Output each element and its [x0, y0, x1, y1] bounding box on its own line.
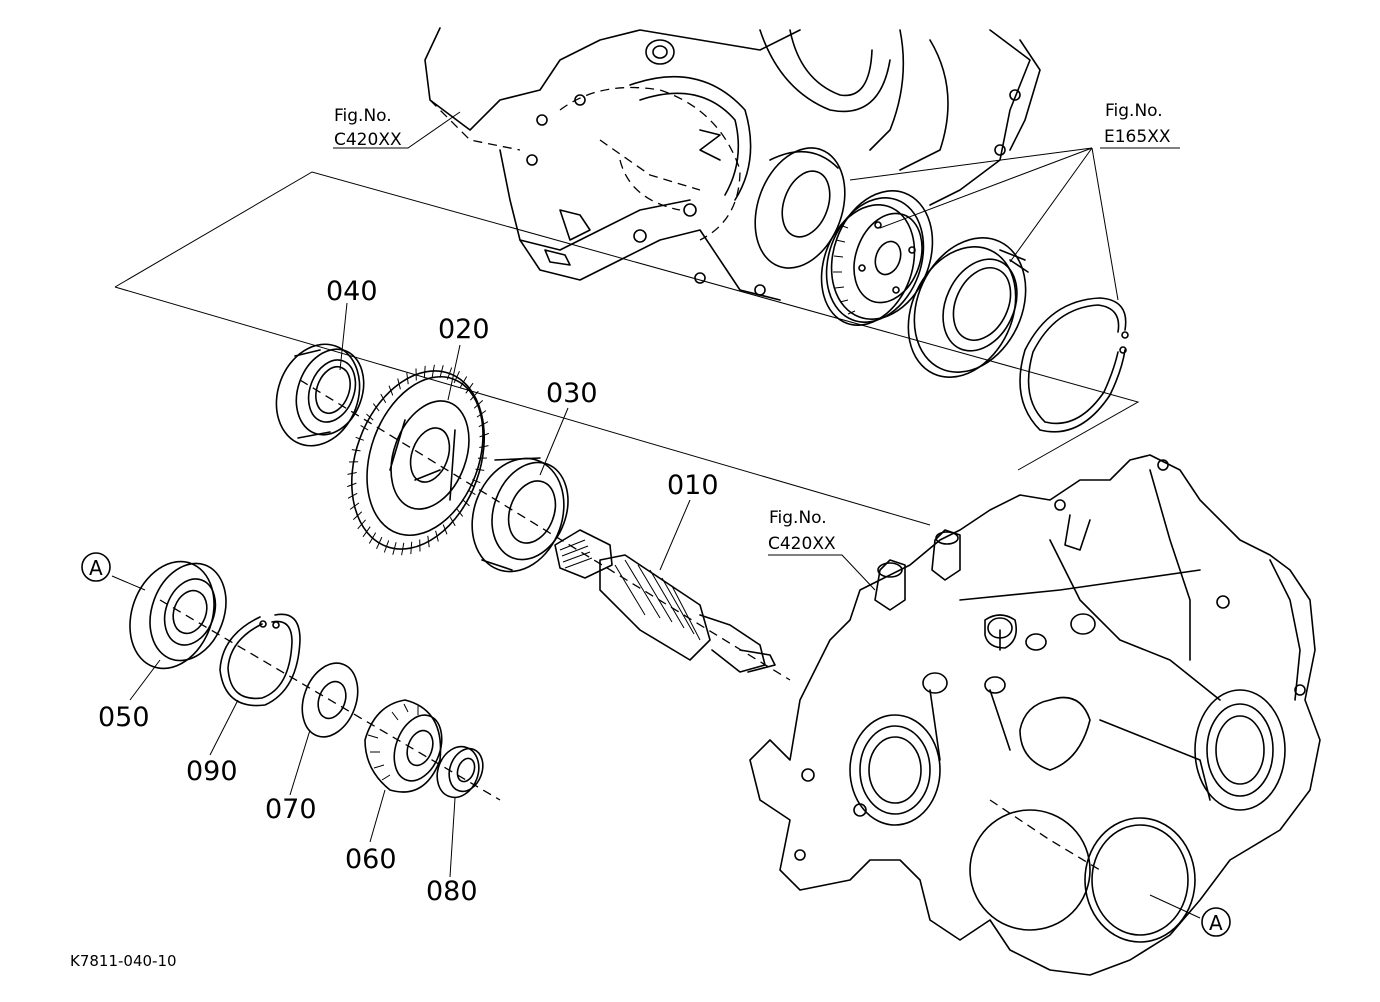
gear-tooth [465, 382, 474, 394]
fig-ref-top-left: Fig.No. C420XX [334, 106, 402, 150]
gear-tooth [401, 542, 405, 556]
gear-tooth [453, 370, 460, 384]
gear-tooth [397, 378, 401, 390]
fig-ref-middle: Fig.No. C420XX [768, 508, 836, 554]
upper-thrust-washer [754, 147, 846, 269]
gear-tooth [442, 524, 448, 535]
gear-tooth [388, 385, 394, 396]
fig-ref-top-right: Fig.No. E165XX [1104, 101, 1171, 147]
part-number-090: 090 [186, 756, 238, 787]
marker-a-left-text: A [89, 556, 103, 580]
grouping-lines [111, 111, 1201, 919]
gear-tooth [347, 482, 357, 488]
gear-tooth [392, 542, 397, 555]
gear-tooth [349, 502, 360, 510]
fig-ref-top-right-line2: E165XX [1104, 127, 1171, 147]
gear-tooth [410, 541, 413, 555]
gear-tooth [355, 436, 364, 441]
marker-a-right: A [1201, 907, 1231, 937]
gear-tooth [357, 519, 366, 530]
gear-tooth [423, 365, 426, 379]
snap-ring-090 [219, 613, 301, 707]
gear-tooth [347, 472, 357, 475]
fig-ref-middle-line2: C420XX [768, 534, 836, 554]
part-number-060: 060 [345, 844, 397, 875]
upper-housing [424, 27, 1041, 301]
gear-tooth [467, 489, 476, 496]
upper-bearing-seal [907, 237, 1029, 378]
gear-tooth [368, 532, 377, 544]
part-number-010: 010 [667, 470, 719, 501]
washer-070 [301, 662, 359, 738]
gear-tooth [352, 511, 363, 520]
part-number-030: 030 [546, 378, 598, 409]
gear-tooth [473, 400, 484, 409]
fig-ref-top-right-line1: Fig.No. [1105, 101, 1163, 121]
bearing-040 [275, 343, 365, 447]
gear-tooth [459, 376, 468, 388]
part-number-050: 050 [98, 702, 150, 733]
gear-tooth [366, 413, 374, 421]
gear-tooth [362, 526, 371, 538]
gear-tooth [479, 432, 489, 438]
clutch-hub [820, 190, 934, 326]
gear-tooth [475, 468, 485, 471]
gear-tooth [431, 364, 435, 378]
gear-tooth [380, 393, 387, 403]
part-number-040: 040 [326, 276, 378, 307]
fig-ref-top-left-line1: Fig.No. [334, 106, 392, 126]
gear-tooth [435, 530, 439, 542]
bearing-080 [436, 745, 484, 799]
part-number-080: 080 [426, 876, 478, 907]
bevel-gear-060 [364, 699, 443, 793]
part-number-020: 020 [438, 314, 490, 345]
drawing-code: K7811-040-10 [70, 952, 177, 970]
gear-tooth [347, 492, 358, 499]
fig-ref-top-left-line2: C420XX [334, 130, 402, 150]
gear-tooth [478, 421, 489, 428]
shaft-010 [554, 529, 776, 673]
lower-housing [749, 454, 1321, 976]
gear-tooth [427, 535, 430, 548]
marker-a-right-text: A [1209, 911, 1223, 935]
gear-tooth [472, 479, 481, 484]
gear-tooth [439, 365, 444, 378]
gear-tooth [351, 449, 361, 452]
gear-tooth [372, 403, 380, 412]
gear-tooth [479, 445, 489, 448]
gear-tooth [476, 410, 487, 418]
fig-ref-middle-line1: Fig.No. [769, 508, 827, 528]
shifter-030 [471, 457, 569, 573]
gear-tooth [446, 367, 453, 380]
gear-tooth [376, 536, 383, 550]
upper-snap-ring [1019, 297, 1129, 433]
gear-tooth [360, 424, 369, 431]
gear-tooth [449, 517, 456, 527]
gear-tooth [383, 540, 390, 553]
gear-tooth [462, 499, 470, 507]
gear-tooth [456, 508, 464, 517]
gear-tooth [406, 372, 409, 385]
part-number-070: 070 [265, 794, 317, 825]
marker-a-left: A [81, 552, 111, 582]
